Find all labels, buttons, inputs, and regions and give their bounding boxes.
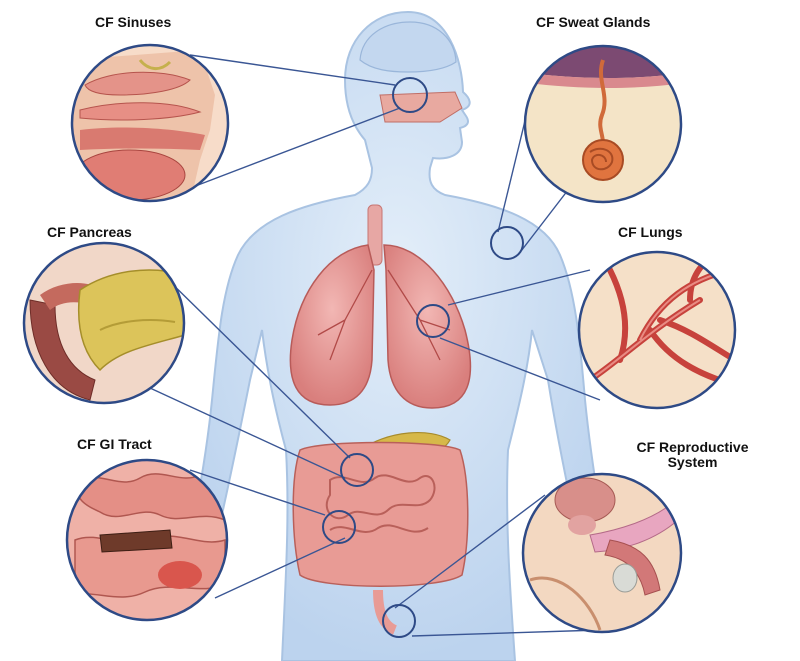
- label-lungs: CF Lungs: [618, 224, 683, 240]
- intestines-illustration: [292, 441, 469, 635]
- pancreas-callout-circle: [22, 241, 186, 405]
- label-gi-tract: CF GI Tract: [77, 436, 152, 452]
- reproductive-callout-circle: [521, 472, 683, 634]
- target-rings: [322, 77, 524, 638]
- label-sweat-glands: CF Sweat Glands: [536, 14, 651, 30]
- lungs-illustration: [289, 244, 472, 409]
- sinuses-callout-circle: [70, 43, 230, 203]
- lungs-callout-circle: [577, 250, 737, 410]
- sweat-glands-callout-circle: [523, 44, 683, 204]
- trachea: [367, 204, 383, 266]
- label-sinuses: CF Sinuses: [95, 14, 172, 30]
- label-reproductive-line2: System: [667, 454, 718, 470]
- label-reproductive-line1: CF Reproductive: [636, 439, 749, 455]
- label-reproductive-system: CF Reproductive System: [620, 440, 765, 470]
- gi-tract-callout-circle: [65, 458, 229, 622]
- leader-lines: [149, 54, 601, 637]
- label-pancreas: CF Pancreas: [47, 224, 132, 240]
